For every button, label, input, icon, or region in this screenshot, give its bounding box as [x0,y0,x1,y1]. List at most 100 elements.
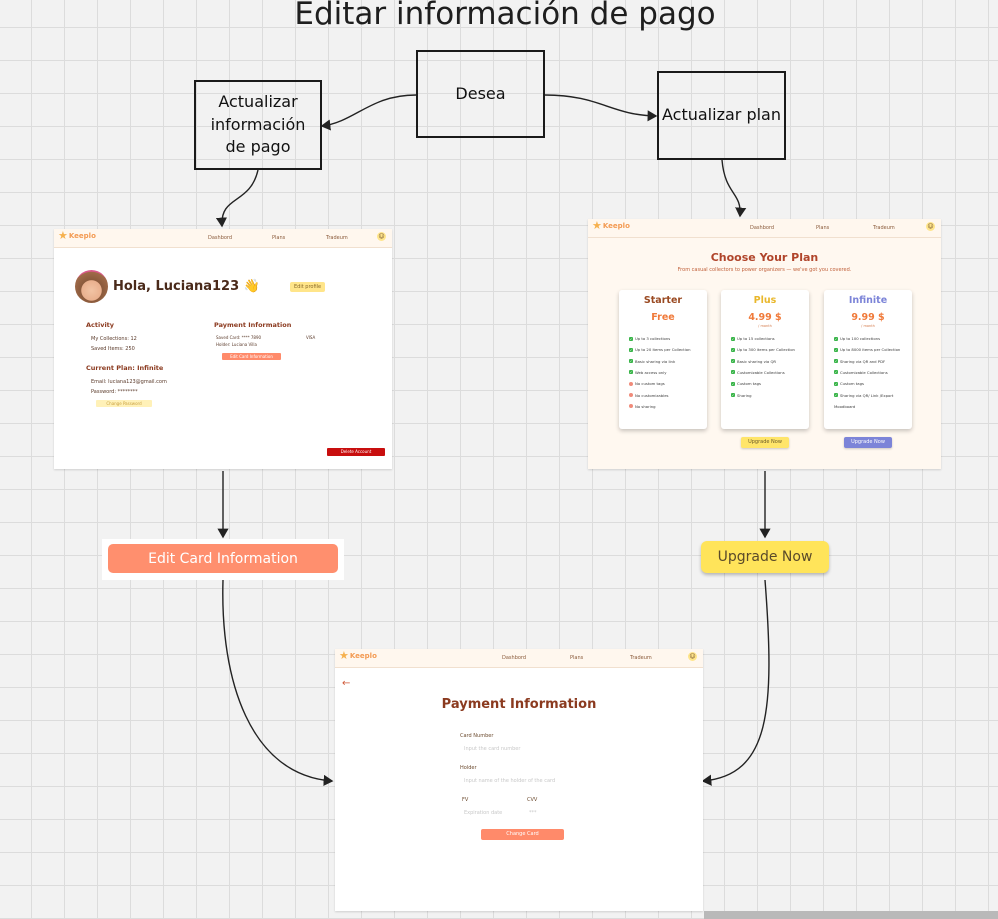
nav-plans[interactable]: Plans [570,655,584,661]
edit-profile-button[interactable]: Edit profile [290,282,326,292]
check-icon: ✓ [629,347,633,352]
card-number-input[interactable]: Input the card number [464,746,521,752]
plan-feature: ✓Up to 20 items per Collection [629,347,691,352]
check-icon: ✓ [834,381,838,386]
payment-screen: ★Keeplo Dashbord Plans Tradeum ☺ ← Payme… [335,649,703,911]
plan-feature-text: Up to 100 collections [840,336,881,341]
nav-tradeum[interactable]: Tradeum [630,655,652,661]
upgrade-now-button[interactable]: Upgrade Now [701,541,829,573]
check-icon: ✓ [834,370,838,375]
user-icon[interactable]: ☺ [377,232,386,241]
plans-screen: ★Keeplo Dashbord Plans Tradeum ☺ Choose … [588,219,941,469]
holder-input[interactable]: Input name of the holder of the card [464,778,556,784]
plan-period: / month [758,324,772,328]
plan-feature-text: Up to 3 collections [635,336,671,341]
cvv-input[interactable]: *** [529,810,537,816]
plan-feature: No customizables [629,393,669,398]
plan-feature-text: Customizable Collections [737,369,785,375]
logo[interactable]: ★Keeplo [592,219,630,232]
plan-feature: ✓Customizable Collections [834,370,888,375]
current-plan: Current Plan: Infinite [86,364,164,372]
plan-name: Starter [643,295,683,306]
plan-feature-text: Sharing [737,392,752,398]
wave-icon: 👋 [243,279,260,294]
check-icon: ✓ [834,347,838,352]
logo[interactable]: ★Keeplo [58,230,96,241]
arrow-desea-to-payment [320,94,417,131]
saved-card: Saved Card: **** 7890 [216,335,262,340]
edit-card-small-button[interactable]: Edit Card Information [222,353,281,360]
plan-feature: Moodboard [834,404,855,409]
update-payment-label: Actualizar información de pago [210,92,306,157]
nav-tradeum[interactable]: Tradeum [326,235,348,241]
cvv-label: CVV [527,797,538,803]
plan-price: 4.99 $ [748,312,782,323]
nav-plans[interactable]: Plans [816,225,830,231]
cross-icon [629,381,633,386]
delete-account-button[interactable]: Delete Account [327,448,385,456]
diagram-title: Editar información de pago [294,0,716,32]
greeting: Hola, Luciana123 👋 [113,279,260,294]
check-icon: ✓ [731,347,735,352]
plan-feature: ✓Up to 3 collections [629,336,670,341]
check-icon: ✓ [834,393,838,397]
check-icon: ✓ [629,370,633,375]
plan-feature: ✓Custom tags [731,381,761,386]
logo-text: Keeplo [68,232,96,240]
arrow-upgrade-to-payment [701,579,770,786]
email-text: Email: luciana123@gmail.com [91,379,167,385]
plan-feature-text: No custom tags [635,381,665,387]
scrollbar[interactable] [704,911,998,919]
nav-dashboard[interactable]: Dashbord [750,225,775,231]
plan-feature-text: Web access only [635,369,667,375]
upgrade-infinite-button[interactable]: Upgrade Now [844,437,892,448]
plan-card: Plus 4.99 $/ month ✓ Up to 15 collections ✓U… [721,290,809,429]
check-icon: ✓ [731,359,735,364]
plan-feature: ✓Sharing [731,393,752,398]
plan-feature: No sharing [629,404,656,409]
logo-text: Keeplo [602,222,630,230]
password-text: Password: ******** [91,389,138,395]
nav-plans[interactable]: Plans [272,235,286,241]
plan-feature-text: Customizable Collections [840,369,888,375]
plan-feature-text: Up to 20 items per Collection [635,347,691,353]
check-icon: ✓ [629,359,633,364]
plan-feature: ✓Sharing via QR/ Link /Export [834,393,893,398]
check-icon: ✓ [731,393,735,397]
desea-label: Desea [455,83,506,103]
arrow-payment-to-profile [215,169,259,228]
change-password-button[interactable]: Change Password [96,400,152,407]
card-number-label: Card Number [460,733,494,739]
plan-feature-text: Up to 15 collections [737,336,775,341]
edit-card-button[interactable]: Edit Card Information [108,544,338,573]
plan-feature-text: Custom tags [737,381,761,387]
arrow-edit-to-payment [222,579,334,786]
user-icon[interactable]: ☺ [688,652,697,661]
plan-feature-text: Sharing via QR and PDF [840,358,886,364]
navbar: ★Keeplo Dashbord Plans Tradeum ☺ [588,219,941,238]
fv-input[interactable]: Expiration date [464,810,503,816]
nav-tradeum[interactable]: Tradeum [873,225,895,231]
plan-price: 9.99 $ [851,312,885,323]
plan-feature-text: No customizables [635,392,669,398]
activity-heading: Activity [86,321,115,329]
plan-price: Free [651,312,675,323]
plan-feature: ✓Sharing via QR and PDF [834,359,885,364]
plan-name: Plus [753,295,777,306]
plan-feature-text: No sharing [635,403,656,409]
cross-icon [629,404,633,409]
navbar: ★Keeplo Dashbord Plans Tradeum ☺ [335,649,703,668]
upgrade-plus-button[interactable]: Upgrade Now [741,437,789,448]
update-plan-label: Actualizar plan [662,105,781,125]
star-logo-icon: ★ [592,219,602,232]
back-arrow-icon[interactable]: ← [342,678,351,689]
nav-dashboard[interactable]: Dashbord [502,655,527,661]
update-plan-box: Actualizar plan [657,71,786,160]
user-icon[interactable]: ☺ [926,222,935,231]
nav-dashboard[interactable]: Dashbord [208,235,233,241]
plan-feature: ✓Up to 100 collections [834,336,880,341]
logo[interactable]: ★Keeplo [339,650,377,661]
change-card-button[interactable]: Change Card [481,829,564,840]
card-brand: VISA [306,335,316,340]
plan-feature: ✓Up to 300 items per Collection [731,347,795,352]
